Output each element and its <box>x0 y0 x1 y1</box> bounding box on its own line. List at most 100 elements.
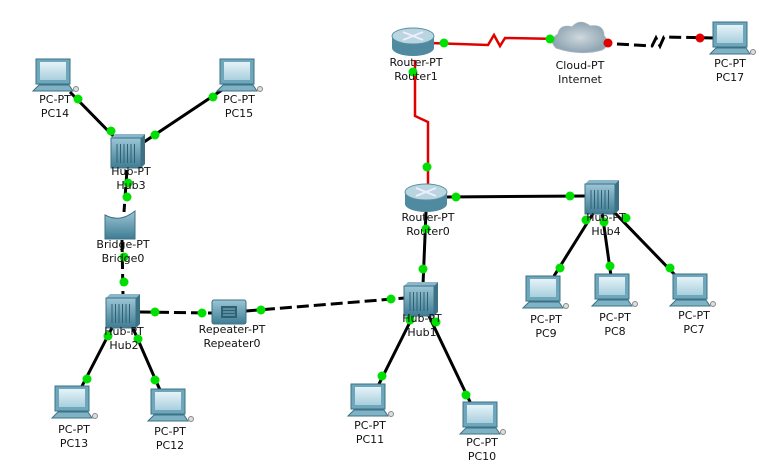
device-hub1[interactable] <box>403 282 438 317</box>
device-pc13[interactable] <box>50 385 98 419</box>
device-name-label: PC17 <box>716 71 744 84</box>
link-hub1-pc10[interactable] <box>426 313 474 407</box>
device-name-label: PC7 <box>683 323 704 336</box>
device-name-label: Repeater0 <box>203 337 260 350</box>
device-name-label: Router0 <box>406 225 449 238</box>
link-status-dot <box>461 390 471 400</box>
device-pc7[interactable] <box>668 273 716 307</box>
device-hub4[interactable] <box>584 180 619 215</box>
device-name-label: PC12 <box>156 439 184 452</box>
link-bridge0-hub2[interactable] <box>120 239 125 297</box>
device-pc10[interactable] <box>458 401 506 435</box>
link-status-dot <box>150 375 160 385</box>
device-type-label: PC-PT <box>678 309 710 322</box>
device-type-label: PC-PT <box>466 436 498 449</box>
link-status-dot <box>103 331 113 341</box>
device-cloud[interactable] <box>552 21 608 54</box>
device-type-label: Hub-PT <box>402 312 442 325</box>
device-pc12[interactable] <box>146 388 194 422</box>
link-status-dot <box>73 94 83 104</box>
device-pc8[interactable] <box>590 273 638 307</box>
device-pc11[interactable] <box>346 383 394 417</box>
cloud-icon <box>552 21 608 54</box>
pc-icon <box>146 388 194 422</box>
link-status-dot <box>119 277 129 287</box>
device-router1[interactable] <box>391 27 435 56</box>
device-type-label: Router-PT <box>389 56 442 69</box>
link-status-dot <box>408 67 418 77</box>
link-status-dot <box>603 38 613 48</box>
device-router0[interactable] <box>404 183 448 212</box>
device-pc15[interactable] <box>215 58 263 92</box>
device-repeater0[interactable] <box>211 299 247 325</box>
link-status-dot <box>119 252 129 262</box>
repeater-icon <box>211 299 247 325</box>
link-status-dot <box>565 191 575 201</box>
hub-icon <box>584 180 619 215</box>
link-router0-hub4[interactable] <box>444 194 586 199</box>
pc-icon <box>668 273 716 307</box>
device-type-label: Repeater-PT <box>199 323 266 336</box>
link-repeater0-hub1[interactable] <box>245 296 406 313</box>
link-status-dot <box>545 34 555 44</box>
bridge-icon <box>104 209 136 240</box>
device-type-label: Hub-PT <box>104 325 144 338</box>
link-status-dot <box>421 224 431 234</box>
hub-icon <box>110 134 145 169</box>
router-icon <box>404 183 448 212</box>
link-status-dot <box>133 334 143 344</box>
hub-icon <box>105 294 140 329</box>
device-name-label: Bridge0 <box>102 252 145 265</box>
link-cloud-pc17[interactable] <box>599 34 716 50</box>
device-type-label: PC-PT <box>354 419 386 432</box>
link-status-dot <box>197 308 207 318</box>
device-type-label: PC-PT <box>58 423 90 436</box>
device-name-label: Router1 <box>394 70 437 83</box>
device-hub3[interactable] <box>110 134 145 169</box>
pc-icon <box>50 385 98 419</box>
link-status-dot <box>431 317 441 327</box>
link-status-dot <box>555 263 565 273</box>
pc-icon <box>521 275 569 309</box>
device-hub2[interactable] <box>105 294 140 329</box>
link-status-dot <box>451 192 461 202</box>
link-router0-router1[interactable] <box>413 60 430 185</box>
link-status-dot <box>665 263 675 273</box>
link-status-dot <box>605 261 615 271</box>
device-type-label: Router-PT <box>401 211 454 224</box>
link-status-dot <box>150 307 160 317</box>
device-pc9[interactable] <box>521 275 569 309</box>
link-status-dot <box>422 162 432 172</box>
device-type-label: Hub-PT <box>111 165 151 178</box>
device-name-label: PC15 <box>225 107 253 120</box>
device-type-label: PC-PT <box>39 93 71 106</box>
hub-icon <box>403 282 438 317</box>
device-pc14[interactable] <box>31 58 79 92</box>
device-name-label: Hub4 <box>591 225 620 238</box>
link-router1-cloud[interactable] <box>429 32 561 49</box>
device-pc17[interactable] <box>708 21 756 55</box>
device-name-label: PC10 <box>468 450 496 463</box>
link-status-dot <box>621 213 631 223</box>
link-hub4-pc7[interactable] <box>612 210 678 278</box>
device-name-label: Hub2 <box>109 339 138 352</box>
pc-icon <box>215 58 263 92</box>
device-type-label: Cloud-PT <box>556 59 605 72</box>
pc-icon <box>346 383 394 417</box>
link-status-dot <box>82 374 92 384</box>
pc-icon <box>590 273 638 307</box>
pc-icon <box>708 21 756 55</box>
device-type-label: PC-PT <box>223 93 255 106</box>
link-hub3-bridge0[interactable] <box>122 169 129 213</box>
device-bridge0[interactable] <box>104 209 136 240</box>
